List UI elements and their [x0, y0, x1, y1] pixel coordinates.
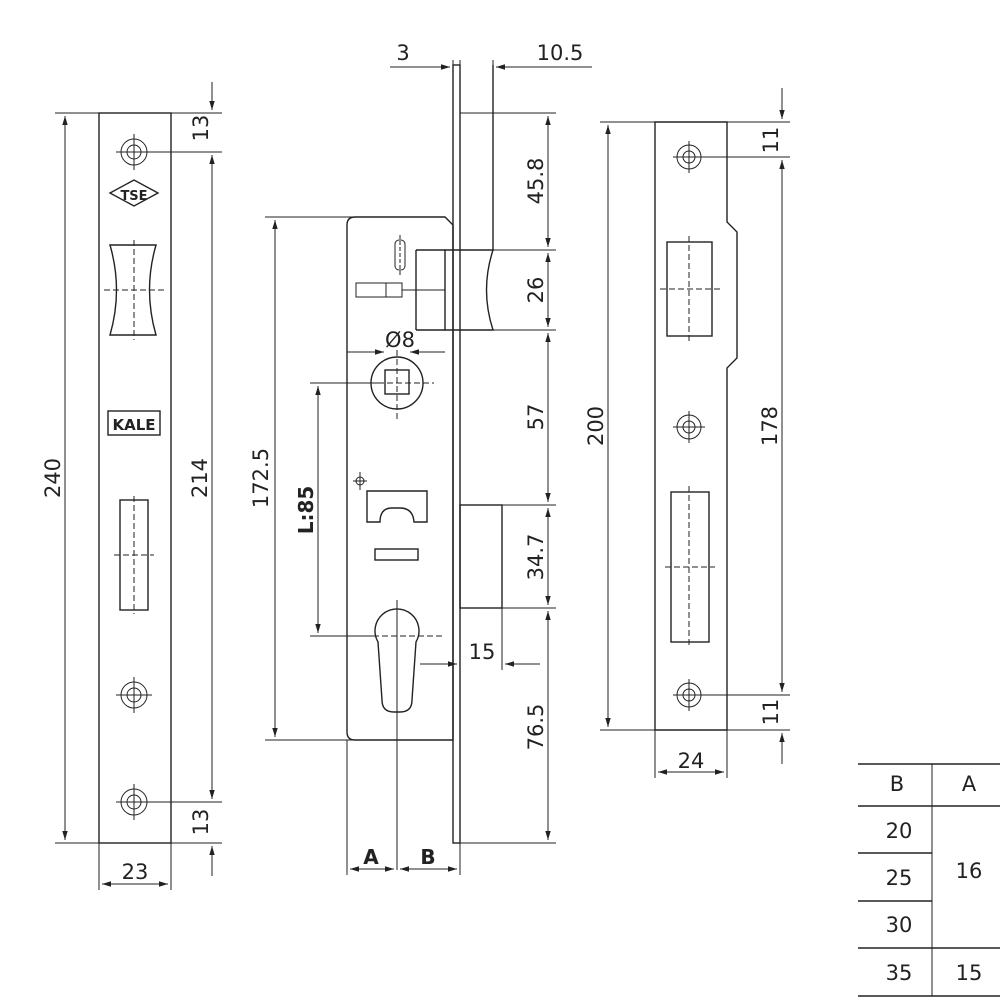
- dim-240: 240: [41, 458, 65, 498]
- dim-13-top: 13: [189, 115, 213, 142]
- table-header-b: B: [890, 772, 904, 796]
- dim-34-7: 34.7: [524, 534, 548, 581]
- dim-10-5: 10.5: [537, 41, 584, 65]
- faceplate-view: TSE KALE 240: [41, 82, 222, 890]
- deadbolt: [459, 504, 503, 609]
- svg-text:TSE: TSE: [120, 189, 147, 204]
- screw-hole-icon: [673, 141, 705, 173]
- dim-13-bottom: 13: [189, 809, 213, 836]
- dim-11-bottom: 11: [759, 699, 783, 726]
- table-header-a: A: [962, 772, 977, 796]
- slot: [374, 548, 419, 561]
- dim-76-5: 76.5: [524, 704, 548, 751]
- dim-23: 23: [122, 860, 149, 884]
- crosshair-icon: [353, 472, 367, 490]
- strike-outline: [654, 121, 738, 731]
- dim-15: 15: [469, 640, 496, 664]
- side-faceplate: [452, 64, 461, 844]
- screw-hole-icon: [116, 784, 152, 820]
- kale-logo: KALE: [107, 410, 161, 436]
- latch-bolt: [444, 249, 494, 331]
- screw-hole-icon: [673, 411, 705, 443]
- table-cell: 15: [956, 961, 983, 985]
- dim-45-8: 45.8: [524, 158, 548, 205]
- deadbolt-opening: [114, 496, 154, 614]
- screw-hole-icon: [116, 134, 152, 170]
- dim-57: 57: [524, 404, 548, 431]
- size-table: B A 20 25 16 30 35 15: [858, 763, 1000, 997]
- table-cell: 16: [956, 859, 983, 883]
- cam: [366, 490, 428, 523]
- cylinder-hole: [355, 608, 442, 713]
- screw-hole-icon: [116, 677, 152, 713]
- table-cell: 25: [886, 866, 913, 890]
- table-cell: 35: [886, 961, 913, 985]
- dim-24: 24: [678, 749, 705, 773]
- screw-hole-icon: [673, 679, 705, 711]
- dim-26: 26: [524, 277, 548, 304]
- dim-172-5: 172.5: [249, 448, 273, 508]
- dim-178: 178: [758, 406, 782, 446]
- table-cell: 30: [886, 913, 913, 937]
- follower-icon: [360, 350, 434, 420]
- dim-214: 214: [188, 458, 212, 498]
- dim-B: B: [420, 845, 435, 869]
- dim-center-distance: L:85: [294, 486, 318, 535]
- tse-logo: TSE: [108, 179, 160, 207]
- table-cell: 20: [886, 819, 913, 843]
- faceplate-outline: [98, 112, 172, 844]
- dim-3: 3: [396, 41, 409, 65]
- dim-A: A: [363, 845, 379, 869]
- latch-opening: [104, 240, 164, 340]
- dim-11-top: 11: [759, 127, 783, 154]
- svg-text:KALE: KALE: [112, 416, 155, 434]
- strike-plate-view: 200 178 11 11 24: [584, 88, 790, 778]
- dim-dia-8: Ø8: [385, 328, 415, 352]
- dim-200: 200: [584, 406, 608, 446]
- lock-body-view: Ø8 L:85 172.5 3 10.: [249, 41, 592, 875]
